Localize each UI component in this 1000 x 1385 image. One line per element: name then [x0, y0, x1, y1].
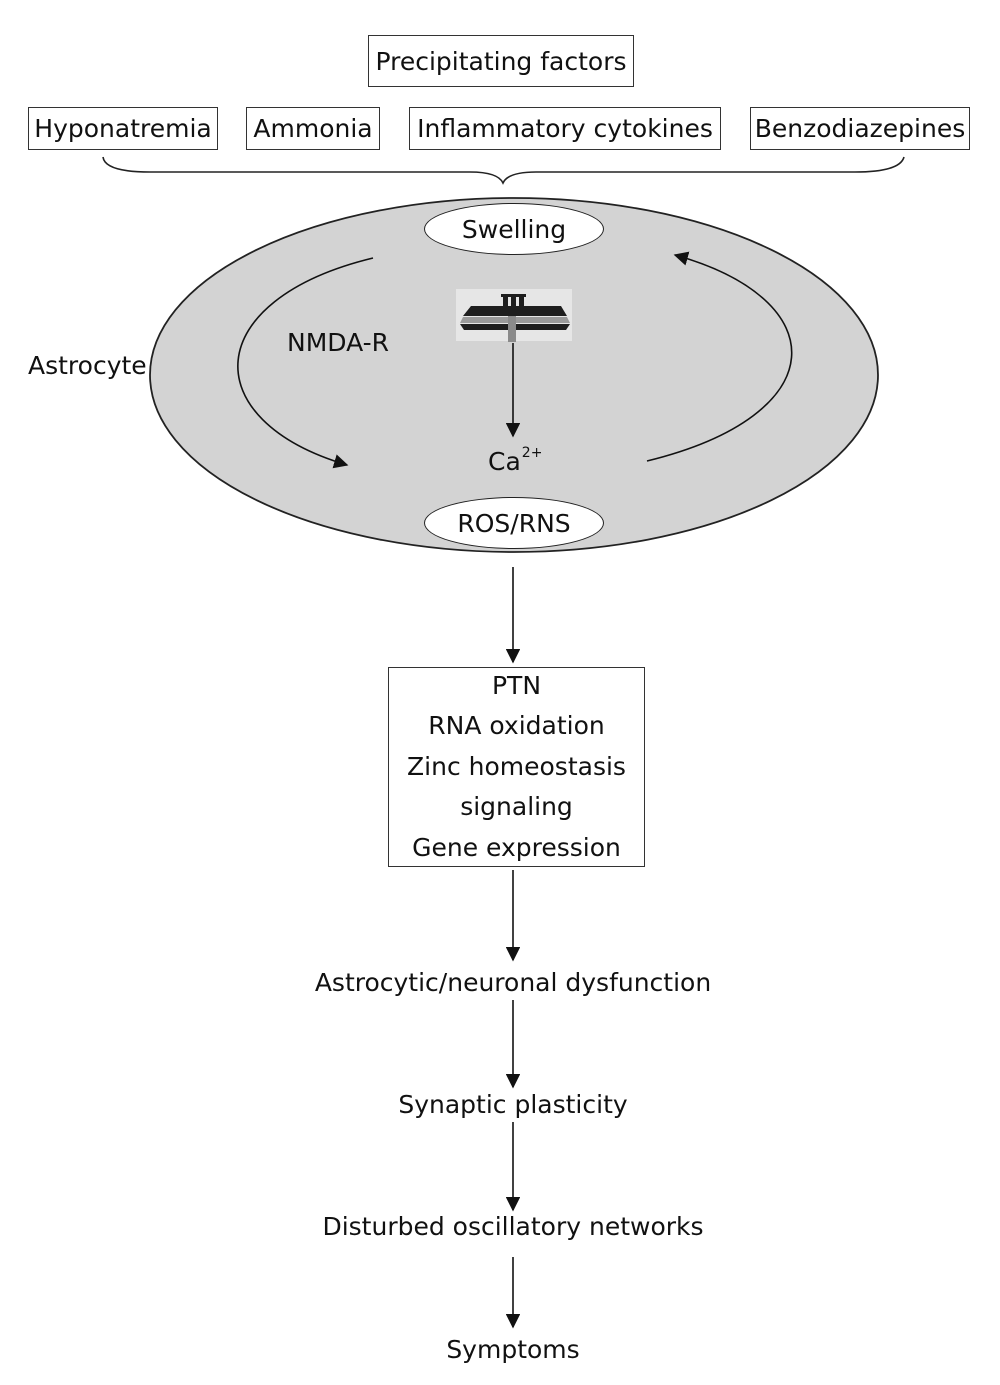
factor-hyponatremia: Hyponatremia [28, 107, 218, 150]
ros-rns-node: ROS/RNS [424, 497, 604, 549]
factor-inflammatory-cytokines: Inflammatory cytokines [409, 107, 721, 150]
astrocyte-cell [149, 197, 879, 553]
calcium-symbol: Ca [488, 447, 521, 476]
effects-box: PTN RNA oxidation Zinc homeostasis signa… [388, 667, 645, 867]
right-cycle-arrow [646, 251, 793, 462]
astrocyte-label: Astrocyte [28, 351, 147, 380]
left-cycle-arrow [237, 257, 374, 469]
swelling-node: Swelling [424, 203, 604, 255]
effect-gene-expression: Gene expression [412, 832, 621, 862]
nmda-receptor-label: NMDA-R [287, 328, 390, 357]
effect-signaling: signaling [460, 792, 573, 822]
factor-ammonia: Ammonia [246, 107, 380, 150]
calcium-label: Ca2+ [488, 445, 542, 476]
calcium-charge: 2+ [521, 445, 543, 461]
disturbed-oscillatory-networks: Disturbed oscillatory networks [322, 1212, 704, 1241]
effect-zinc-homeostasis: Zinc homeostasis [407, 751, 626, 781]
precipitating-factors-title: Precipitating factors [368, 35, 634, 87]
synaptic-plasticity: Synaptic plasticity [398, 1090, 628, 1119]
factors-brace [102, 156, 905, 185]
effect-rna-oxidation: RNA oxidation [428, 711, 605, 741]
astrocytic-neuronal-dysfunction: Astrocytic/neuronal dysfunction [314, 968, 712, 997]
effect-ptn: PTN [491, 670, 542, 700]
nmda-receptor-icon [456, 289, 572, 342]
symptoms: Symptoms [446, 1335, 580, 1364]
factor-benzodiazepines: Benzodiazepines [750, 107, 970, 150]
